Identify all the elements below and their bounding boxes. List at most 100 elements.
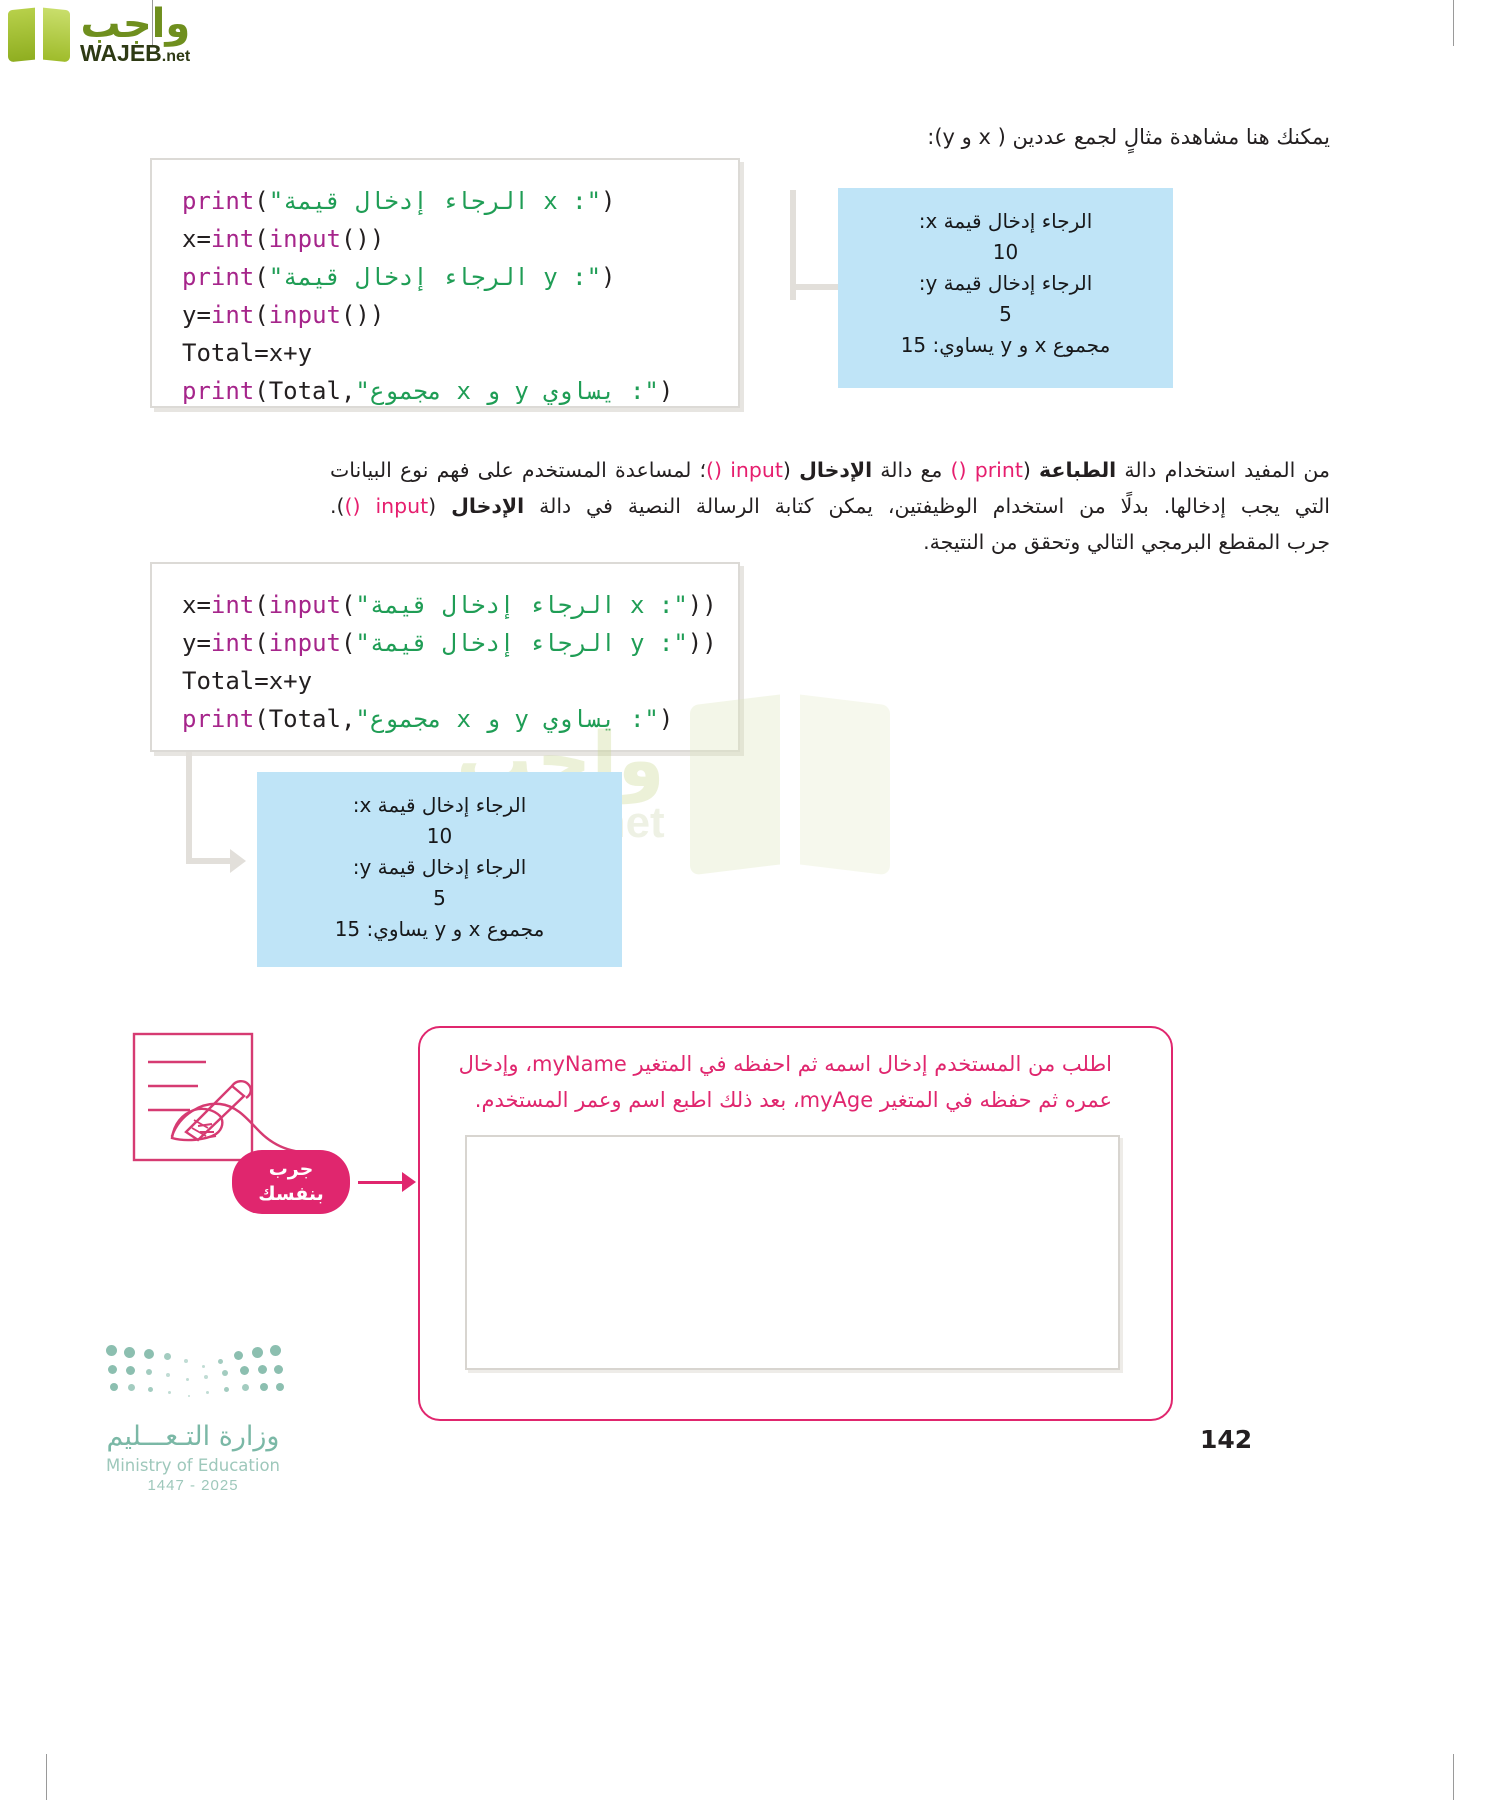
code-token: input (268, 225, 341, 253)
moe-dot (167, 1391, 171, 1394)
moe-dot (203, 1375, 208, 1379)
page-number: 142 (1200, 1425, 1253, 1454)
para-bold-print: الطباعة (1039, 458, 1117, 482)
moe-dot (105, 1345, 117, 1356)
ministry-of-education-logo: وزارة التـعـــليم Ministry of Education … (78, 1345, 308, 1494)
code-token: input (268, 629, 341, 657)
output-line: الرجاء إدخال قيمة x: (918, 209, 1093, 233)
moe-dot (217, 1359, 223, 1364)
code-token: int (210, 591, 255, 619)
crop-mark-top-left (152, 0, 153, 46)
moe-dot (127, 1384, 135, 1391)
moe-dot (201, 1365, 205, 1368)
moe-dot (233, 1351, 243, 1360)
output-line: الرجاء إدخال قيمة y: (918, 271, 1093, 295)
arrow-vertical-1 (790, 190, 796, 300)
inline-code-print: print () (950, 458, 1023, 482)
code-block-example-2: x=int(input("الرجاء إدخال قيمة x :"))y=i… (150, 562, 740, 752)
code-token: ( (254, 629, 269, 657)
code-token: y= (182, 301, 211, 329)
moe-dot (241, 1384, 249, 1391)
code-token: int (210, 225, 255, 253)
moe-dot (259, 1383, 268, 1391)
code-token: input (268, 301, 341, 329)
code-token: x= (182, 591, 211, 619)
code-token: "مجموع x و y يساوي :" (355, 377, 659, 405)
output-line: 10 (992, 240, 1019, 264)
moe-dot (273, 1365, 283, 1374)
moe-dot (165, 1373, 170, 1377)
output-line: الرجاء إدخال قيمة y: (352, 855, 527, 879)
code-token: print (182, 377, 255, 405)
code-token: ( (254, 591, 269, 619)
para-seg-1: من المفيد استخدام دالة (1116, 458, 1330, 482)
moe-dot (145, 1369, 152, 1375)
writing-hand-illustration (132, 1032, 318, 1162)
code-token: "مجموع x و y يساوي :" (355, 705, 659, 733)
moe-dot (275, 1383, 284, 1391)
moe-dot (143, 1349, 154, 1359)
para-bold-input: الإدخال (799, 458, 873, 482)
code-token: (Total, (254, 377, 356, 405)
code-line: y=int(input()) (182, 296, 708, 334)
code-token: int (210, 301, 255, 329)
try-it-yourself-button[interactable]: جرب بنفسك (232, 1150, 350, 1214)
paragraph-try-snippet: جرب المقطع البرمجي التالي وتحقق من النتي… (923, 530, 1330, 554)
code-token: ()) (340, 225, 385, 253)
code-line: print("الرجاء إدخال قيمة x :") (182, 182, 708, 220)
moe-arabic-name: وزارة التـعـــليم (106, 1421, 280, 1452)
code-token: ( (254, 301, 269, 329)
code-token: ) (658, 705, 674, 733)
moe-dot (205, 1391, 209, 1394)
pink-arrow-line (358, 1181, 404, 1184)
moe-dot (147, 1387, 153, 1392)
moe-dots-emblem (105, 1345, 284, 1407)
moe-dot (125, 1366, 135, 1375)
wajeb-watermark-logo: واجب WAJEB.net (8, 4, 191, 66)
code-token: Total=x+y (182, 667, 313, 695)
output-line: 5 (999, 302, 1012, 326)
output-block-1: الرجاء إدخال قيمة x: 10 الرجاء إدخال قيمة … (838, 188, 1173, 388)
pink-arrow-head (402, 1172, 416, 1192)
code-token: print (182, 705, 255, 733)
arrow-horizontal-2 (186, 858, 232, 864)
arrow-horizontal-1 (790, 284, 848, 290)
moe-dot (109, 1383, 118, 1391)
moe-year: 2025 - 1447 (147, 1477, 239, 1494)
code-token: ( (254, 187, 269, 215)
wajeb-watermark-text: واجب WAJEB.net (80, 4, 191, 66)
moe-dot (221, 1370, 228, 1376)
moe-dot (185, 1378, 189, 1381)
moe-dot (251, 1347, 263, 1358)
paragraph-print-input: من المفيد استخدام دالة الطباعة (print ()… (330, 458, 1331, 518)
try-it-instruction: اطلب من المستخدم إدخال اسمه ثم احفظه في … (458, 1052, 1112, 1112)
answer-input-area[interactable] (465, 1135, 1120, 1370)
code-line: Total=x+y (182, 662, 708, 700)
code-token: "الرجاء إدخال قيمة y :" (268, 263, 602, 291)
output-line: 5 (433, 886, 446, 910)
wajeb-watermark-english: WAJEB.net (80, 40, 191, 66)
code-token: )) (687, 591, 717, 619)
code-line: print(Total,"مجموع x و y يساوي :") (182, 372, 708, 410)
code-token: "الرجاء إدخال قيمة x :" (268, 187, 602, 215)
code-token: (Total, (254, 705, 356, 733)
moe-dot (269, 1345, 281, 1356)
crop-mark-top-right (1453, 0, 1454, 46)
code-token: int (210, 629, 255, 657)
moe-dot (187, 1395, 190, 1397)
code-token: "الرجاء إدخال قيمة x :" (355, 591, 688, 619)
code-line: y=int(input("الرجاء إدخال قيمة y :")) (182, 624, 717, 662)
code-line: x=int(input()) (182, 220, 708, 258)
code-token: ( (254, 225, 269, 253)
moe-dot (107, 1365, 117, 1374)
code-token: ( (340, 591, 356, 619)
arrow-head-2 (230, 849, 246, 873)
arrow-vertical-2 (186, 752, 192, 864)
code-token: "الرجاء إدخال قيمة y :" (355, 629, 688, 657)
output-line: مجموع x و y يساوي: 15 (334, 917, 545, 941)
code-line: Total=x+y (182, 334, 708, 372)
code-token: ( (340, 629, 356, 657)
moe-dot (239, 1366, 249, 1375)
code-token: input (268, 591, 341, 619)
